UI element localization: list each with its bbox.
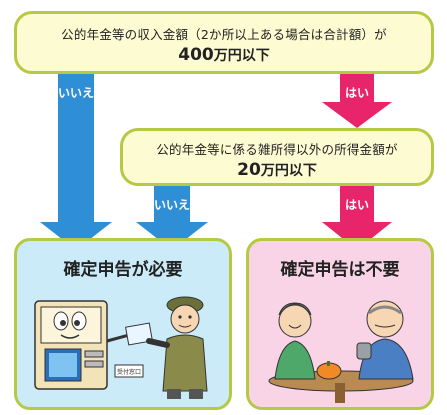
no-arrow-q2	[136, 180, 208, 250]
no-arrow-q1	[40, 72, 112, 250]
result-required-box: 確定申告が必要 受付窓口	[14, 238, 232, 410]
question-1-amount: 400	[178, 45, 214, 65]
result-not-required-box: 確定申告は不要	[246, 238, 434, 410]
yes-arrow-q1	[322, 72, 392, 128]
tax-office-kiosk-illustration: 受付窓口	[34, 296, 208, 399]
question-2-box: 公的年金等に係る雑所得以外の所得金額が 20万円以下	[120, 128, 434, 186]
no-label-2: いいえ	[154, 198, 191, 212]
yes-label-2: はい	[344, 198, 369, 212]
question-1-amount-line: 400万円以下	[17, 45, 431, 65]
question-2-text: 公的年金等に係る雑所得以外の所得金額が	[156, 142, 398, 157]
no-label-1: いいえ	[58, 86, 95, 100]
question-2-amount-line: 20万円以下	[123, 160, 431, 180]
yes-label-1: はい	[344, 86, 369, 100]
question-1-text: 公的年金等の収入金額（2か所以上ある場合は合計額）が	[61, 27, 387, 42]
question-1-unit: 万円以下	[213, 48, 270, 64]
question-2-unit: 万円以下	[260, 163, 317, 179]
elderly-couple-illustration	[268, 300, 414, 403]
question-2-amount: 20	[237, 160, 261, 180]
yes-arrow-q2	[322, 180, 392, 250]
kiosk-sign-text: 受付窓口	[117, 368, 141, 376]
result-required-title: 確定申告が必要	[63, 260, 183, 280]
result-not-required-title: 確定申告は不要	[280, 260, 400, 280]
question-1-box: 公的年金等の収入金額（2か所以上ある場合は合計額）が 400万円以下	[14, 11, 434, 74]
